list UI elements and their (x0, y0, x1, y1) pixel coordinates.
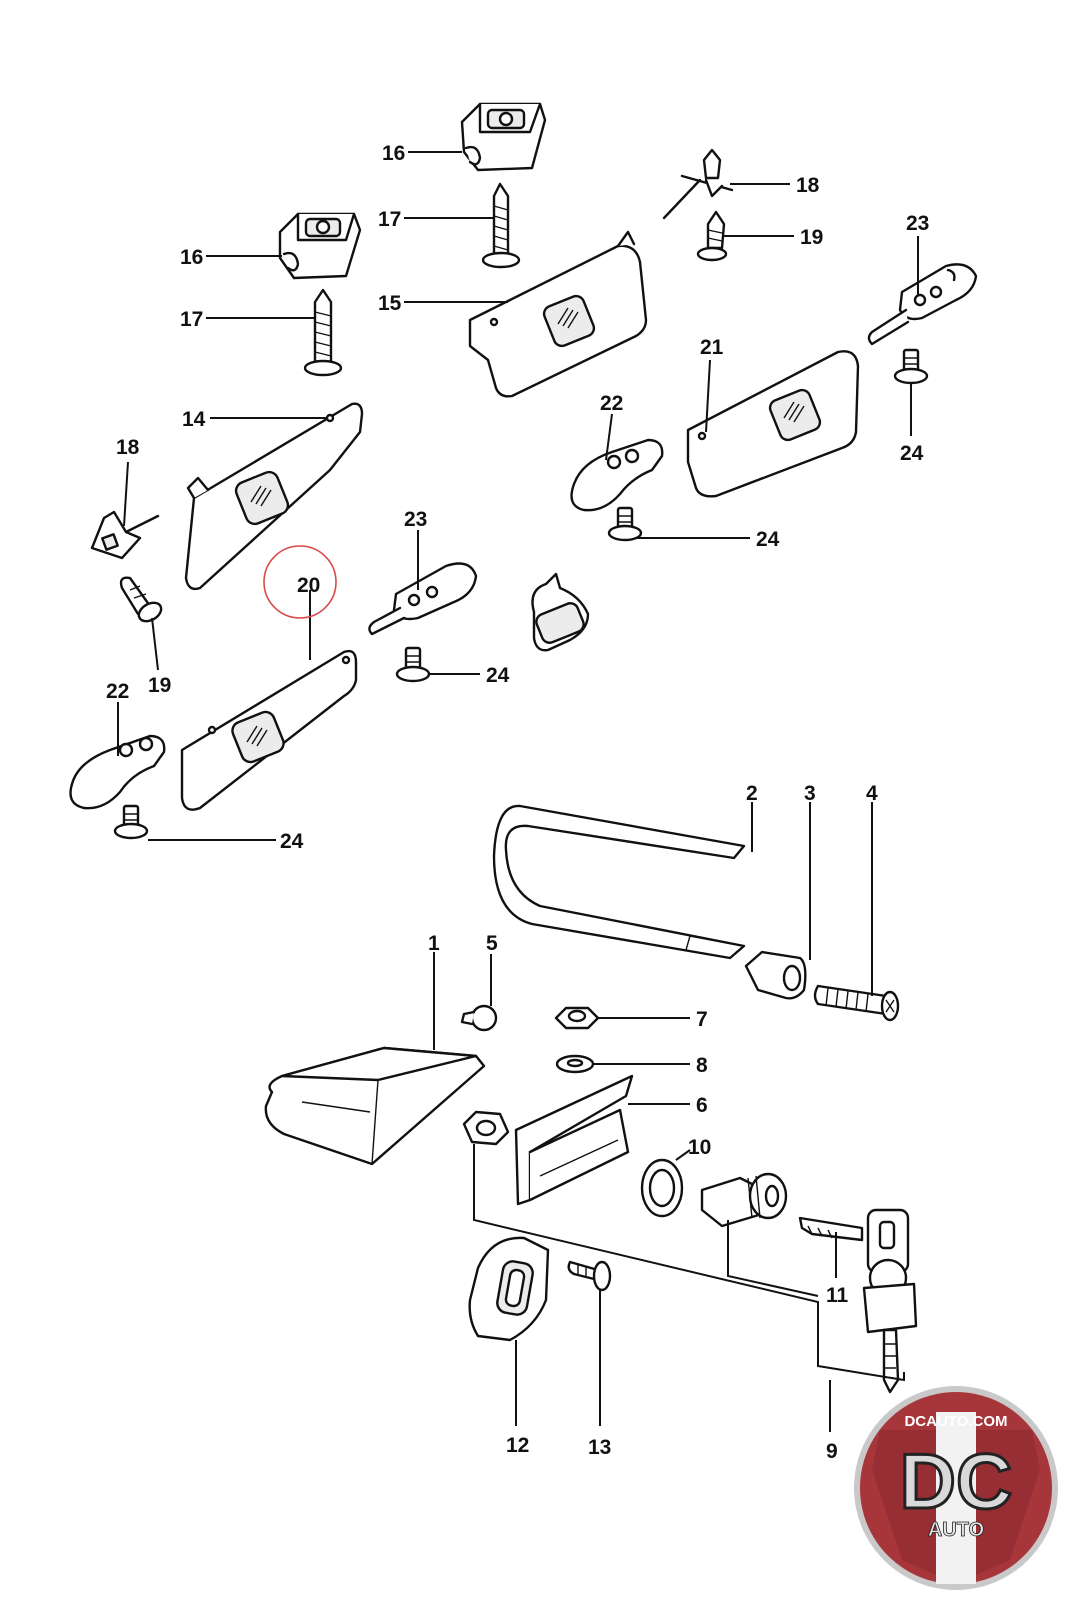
logo-word-text: AUTO (928, 1519, 984, 1541)
part-4-screw (813, 984, 900, 1022)
callout-23-center: 23 (404, 508, 427, 531)
part-21-sun-visor-right (686, 350, 860, 498)
callout-12: 12 (506, 1434, 529, 1457)
callout-13: 13 (588, 1436, 611, 1459)
part-11-keys (798, 1208, 918, 1394)
callout-19-top: 19 (800, 226, 823, 249)
part-18-clip-top (662, 148, 734, 220)
part-19-screw-left (119, 576, 163, 623)
part-14-sun-visor-upper (184, 402, 364, 591)
part-20-sun-visor-lower (180, 649, 358, 811)
callout-3: 3 (804, 782, 816, 805)
part-24-bolt-center-lower (395, 646, 431, 683)
callout-5: 5 (486, 932, 498, 955)
part-13-screw (567, 1260, 612, 1292)
callout-17-left: 17 (180, 308, 203, 331)
part-16-mount-block-top (460, 102, 547, 172)
callout-24-center-lower: 24 (486, 664, 510, 687)
callout-17-top: 17 (378, 208, 401, 231)
vanity-mirror-clip (531, 572, 590, 652)
callout-18-left: 18 (116, 436, 140, 459)
part-24-bolt-center (607, 506, 643, 542)
callout-16-top: 16 (382, 142, 405, 165)
part-16-mount-block-left (278, 212, 362, 280)
part-24-bolt-right (893, 348, 929, 385)
callout-22-left: 22 (106, 680, 129, 703)
part-23-hook-right (867, 263, 978, 346)
part-8-washer (555, 1054, 595, 1074)
part-23-hook-center (368, 562, 478, 636)
callout-24-right: 24 (900, 442, 924, 465)
callout-9: 9 (826, 1440, 838, 1463)
part-6-bracket (514, 1074, 634, 1206)
callout-11: 11 (826, 1284, 849, 1307)
dc-auto-logo: DCAUTO.COM DC AUTO (854, 1386, 1058, 1590)
callout-20: 20 (297, 574, 320, 597)
highlight-ring-20 (263, 545, 337, 619)
callout-18-top: 18 (796, 174, 820, 197)
callout-7: 7 (696, 1008, 708, 1031)
callout-19-left: 19 (148, 674, 171, 697)
part-22-holder-left (69, 734, 166, 810)
lock-cylinder (700, 1172, 788, 1228)
part-3-lock-catch (744, 950, 807, 1000)
logo-site-text: DCAUTO.COM (904, 1413, 1007, 1430)
part-10-washer (640, 1158, 684, 1218)
part-15-sun-visor-top (468, 230, 648, 398)
part-12-lock-bezel (468, 1236, 550, 1342)
part-1-glove-box (264, 1046, 486, 1166)
part-7-nut (554, 1006, 600, 1030)
logo-mark-text: DC (900, 1437, 1013, 1525)
callout-16-left: 16 (180, 246, 203, 269)
part-22-holder-center (570, 438, 664, 512)
callout-2: 2 (746, 782, 758, 805)
part-2-strap (492, 804, 746, 960)
part-17-screw-left (303, 288, 343, 377)
part-5-push-clip (460, 1004, 498, 1032)
part-9-nut (462, 1110, 510, 1146)
callout-8: 8 (696, 1054, 708, 1077)
callout-4: 4 (866, 782, 878, 805)
callout-labels: 16 17 16 17 15 14 18 19 23 24 21 22 24 1… (106, 142, 929, 1463)
callout-14: 14 (182, 408, 206, 431)
leader-lines (117, 151, 919, 1432)
callout-24-center: 24 (756, 528, 780, 551)
part-24-bolt-left (113, 804, 149, 840)
callout-10: 10 (688, 1136, 711, 1159)
callout-21: 21 (700, 336, 724, 359)
part-19-screw-top (696, 210, 728, 262)
callout-6: 6 (696, 1094, 708, 1117)
part-18-clip-left (90, 510, 160, 560)
callout-24-left: 24 (280, 830, 304, 853)
callout-22-center: 22 (600, 392, 623, 415)
callout-1: 1 (428, 932, 440, 955)
callout-23-right: 23 (906, 212, 929, 235)
callout-15: 15 (378, 292, 402, 315)
part-17-screw-top (481, 182, 521, 269)
